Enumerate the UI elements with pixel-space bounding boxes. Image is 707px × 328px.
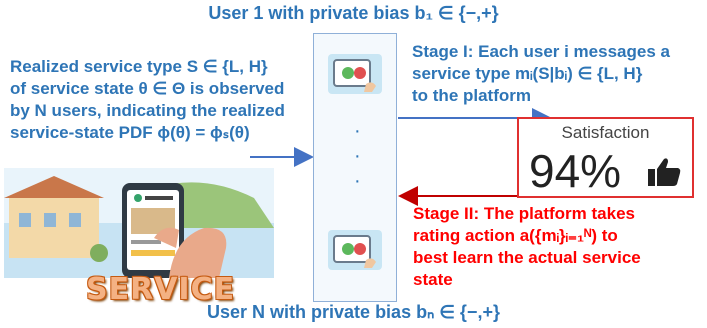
tablet-thumbs-icon [328, 230, 382, 270]
ellipsis-dot: · [354, 120, 361, 142]
satisfaction-title: Satisfaction [561, 123, 650, 142]
tripadvisor-phone-image [4, 168, 274, 278]
stage-two-line: rating action a({mᵢ}ᵢ₌₁ᴺ) to [413, 226, 618, 245]
stage-one-text: Stage I: Each user i messages a service … [412, 41, 670, 107]
thumbs-up-icon [648, 158, 681, 186]
stage-one-line: to the platform [412, 86, 531, 105]
service-description-line: service-state PDF ϕ(θ) = ϕₛ(θ) [10, 123, 250, 142]
service-description-line: by N users, indicating the realized [10, 101, 285, 120]
stage-two-text: Stage II: The platform takes rating acti… [413, 203, 641, 291]
bottom-user-label: User N with private bias bₙ ∈ {−,+} [207, 302, 500, 322]
users-column: · · · [313, 33, 397, 302]
stage-one-line: Stage I: Each user i messages a [412, 42, 670, 61]
satisfaction-value: 94% [529, 145, 622, 197]
stage-one-line: service type mᵢ(S|bᵢ) ∈ {L, H} [412, 64, 643, 83]
stage-two-line: Stage II: The platform takes [413, 204, 635, 223]
stage-two-line: state [413, 270, 453, 289]
stage-two-line: best learn the actual service [413, 248, 641, 267]
service-description: Realized service type S ∈ {L, H} of serv… [10, 56, 285, 144]
service-description-line: Realized service type S ∈ {L, H} [10, 57, 268, 76]
service-description-line: of service state θ ∈ Θ is observed [10, 79, 285, 98]
tablet-thumbs-icon [328, 54, 382, 94]
service-label: SERVICE [86, 272, 236, 307]
ellipsis-dot: · [354, 170, 361, 192]
ellipsis-dot: · [354, 145, 361, 167]
satisfaction-card: Satisfaction 94% [517, 117, 694, 198]
top-user-label: User 1 with private bias b₁ ∈ {−,+} [208, 3, 499, 23]
